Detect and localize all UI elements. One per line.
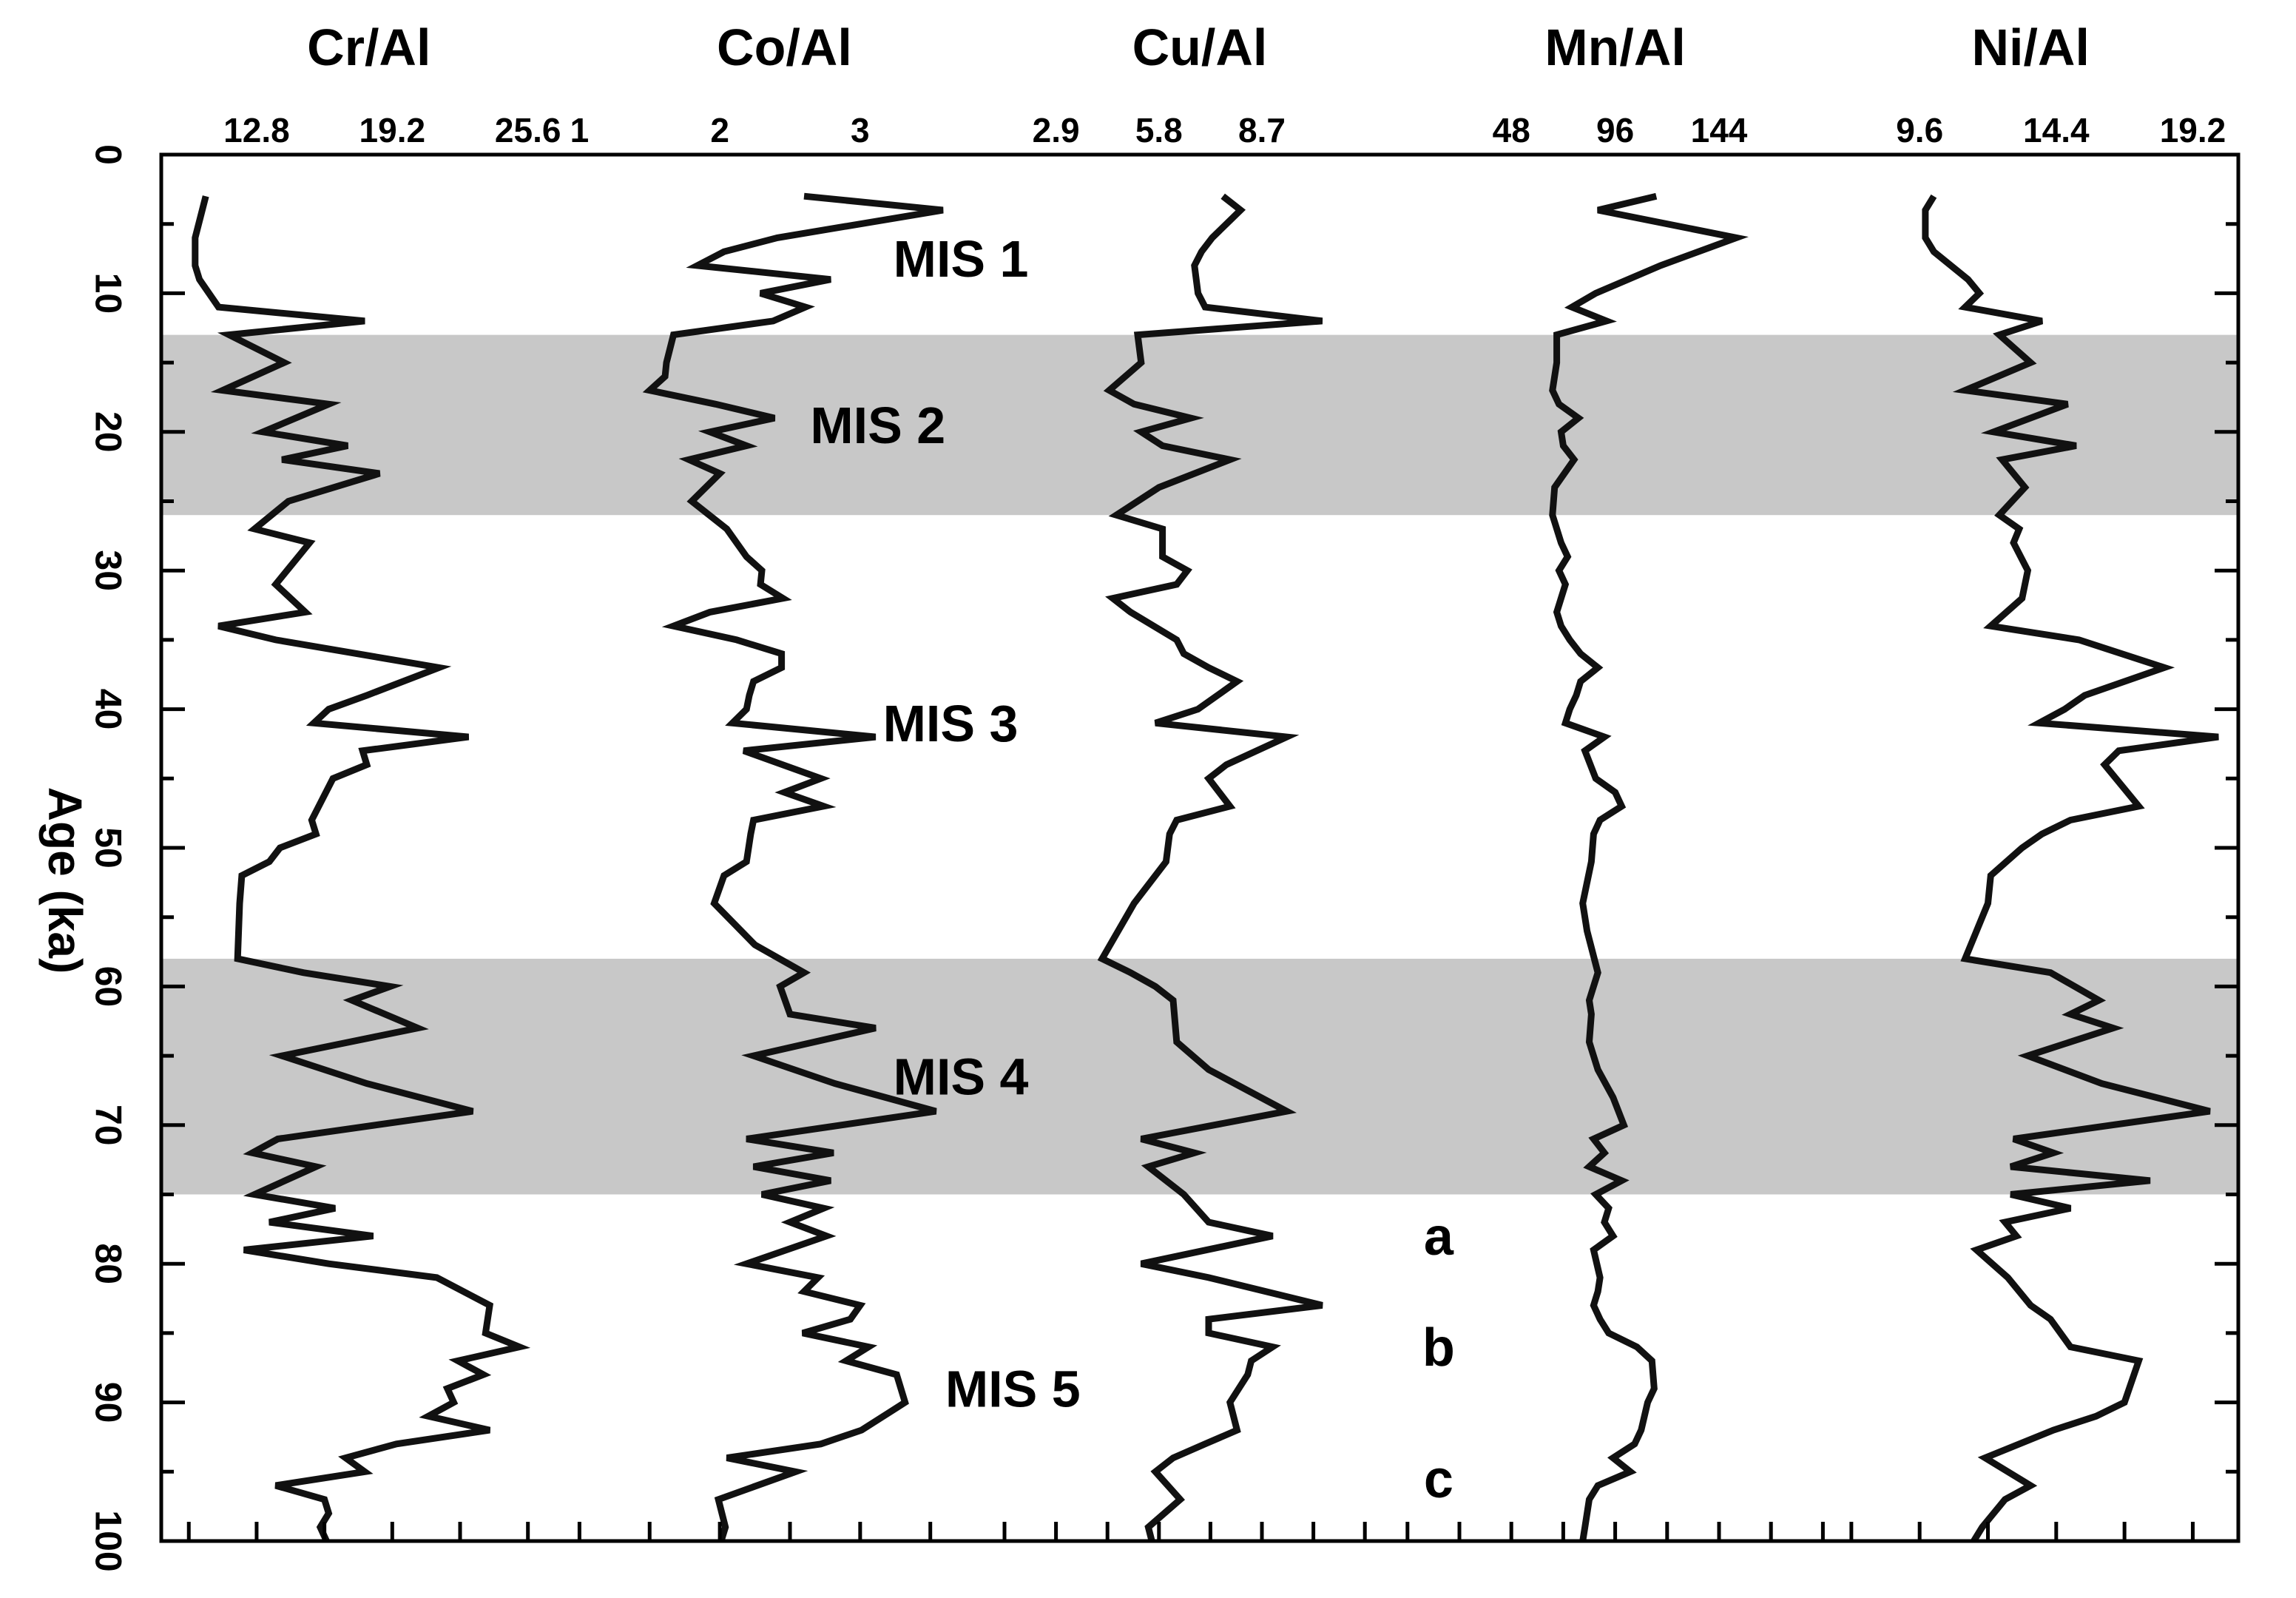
y-tick-label: 100: [88, 1510, 129, 1571]
x-tick-label-co-al: 1: [570, 111, 590, 149]
x-tick-label-mn-al: 96: [1596, 111, 1634, 149]
series-line-ni-al: [1922, 194, 2219, 1543]
y-tick-label: 0: [88, 144, 129, 165]
x-tick-label-cu-al: 5.8: [1135, 111, 1183, 149]
mis-shading-bands: [161, 334, 2238, 1195]
y-tick-label: 50: [88, 827, 129, 869]
x-tick-label-cr-al: 19.2: [359, 111, 426, 149]
panel-title-cu-al: Cu/Al: [1132, 18, 1268, 76]
mis-band-1: [161, 334, 2238, 516]
series-line-co-al: [642, 192, 944, 1543]
substage-label: b: [1422, 1318, 1455, 1378]
panel-title-cr-al: Cr/Al: [307, 18, 430, 76]
y-tick-label: 90: [88, 1382, 129, 1423]
panel-title-co-al: Co/Al: [717, 18, 852, 76]
mis-label: MIS 5: [945, 1360, 1081, 1417]
y-tick-label: 60: [88, 966, 129, 1008]
x-tick-label-co-al: 2: [710, 111, 729, 149]
axis-labels: 0 10 20 30 40 50 60 70 80 90 100 Cr/Al 12.8 19.2 25.6 C…: [88, 18, 2226, 1572]
y-tick-label: 70: [88, 1105, 129, 1146]
y-tick-label: 30: [88, 550, 129, 591]
y-tick-label: 40: [88, 689, 129, 730]
x-tick-label-cr-al: 25.6: [495, 111, 561, 149]
annotations: MIS 1 MIS 2 MIS 3 MIS 4 MIS 5 ab c: [810, 230, 1455, 1509]
x-tick-label-mn-al: 48: [1493, 111, 1530, 149]
mis-band-2: [161, 958, 2238, 1195]
panel-title-ni-al: Ni/Al: [1971, 18, 2089, 76]
x-tick-label-ni-al: 19.2: [2160, 111, 2226, 149]
mis-label: MIS 3: [883, 695, 1019, 752]
mis-label: MIS 1: [894, 230, 1029, 288]
x-tick-label-ni-al: 9.6: [1896, 111, 1943, 149]
y-tick-label: 20: [88, 411, 129, 453]
mis-label: MIS 4: [894, 1048, 1029, 1106]
x-tick-label-mn-al: 144: [1691, 111, 1748, 149]
series-lines: [192, 192, 2219, 1543]
x-tick-label-cu-al: 2.9: [1033, 111, 1080, 149]
axis-ticks: [161, 152, 2238, 1543]
y-tick-label: 80: [88, 1243, 129, 1284]
substage-label: c: [1424, 1450, 1453, 1509]
x-tick-label-co-al: 3: [851, 111, 870, 149]
substage-label: a: [1424, 1207, 1454, 1267]
x-tick-label-cr-al: 12.8: [223, 111, 290, 149]
x-tick-label-ni-al: 14.4: [2023, 111, 2090, 149]
series-line-cr-al: [192, 195, 531, 1543]
mis-label: MIS 2: [810, 397, 945, 454]
series-line-mn-al: [1549, 192, 1749, 1542]
y-tick-label: 10: [88, 273, 129, 314]
y-axis-title: Age (ka): [38, 787, 92, 974]
series-line-cu-al: [1097, 193, 1323, 1543]
x-tick-label-cu-al: 8.7: [1238, 111, 1286, 149]
panel-title-mn-al: Mn/Al: [1544, 18, 1686, 76]
